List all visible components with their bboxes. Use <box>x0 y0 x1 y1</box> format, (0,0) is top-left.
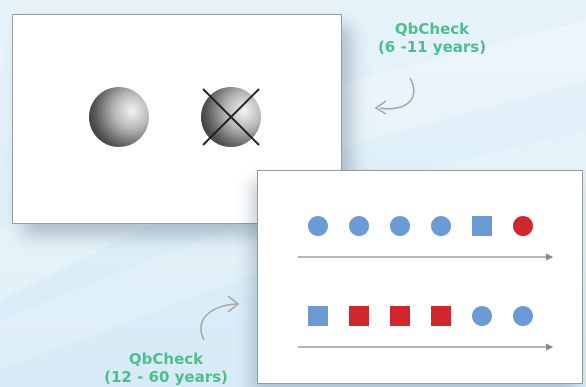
label-adult-age-range: (12 - 60 years) <box>104 368 228 386</box>
stimulus-square-blue <box>308 306 328 326</box>
stimulus-circle-blue <box>472 306 492 326</box>
crossed-circle-stimulus <box>201 87 261 147</box>
stimulus-square-blue <box>472 216 492 236</box>
label-adult-name: QbCheck <box>128 350 204 368</box>
stimulus-circle-red <box>513 216 533 236</box>
stimulus-circle-blue <box>513 306 533 326</box>
cross-line <box>202 88 260 146</box>
label-child-name: QbCheck <box>394 20 470 38</box>
stimulus-circle-blue <box>349 216 369 236</box>
stimulus-circle-blue <box>431 216 451 236</box>
curved-arrow-child <box>374 77 415 115</box>
adult-test-card <box>257 170 583 384</box>
sphere-shape <box>89 87 149 147</box>
plain-circle-stimulus <box>89 87 149 147</box>
stimulus-circle-blue <box>390 216 410 236</box>
label-child-age-range: (6 -11 years) <box>377 38 487 56</box>
child-stimuli <box>89 87 261 147</box>
stimulus-circle-blue <box>308 216 328 236</box>
stimulus-square-red <box>349 306 369 326</box>
curved-arrow-adult <box>200 295 240 341</box>
label-adult-age-group: QbCheck (12 - 60 years) <box>96 350 236 386</box>
adult-stimuli <box>298 216 554 351</box>
label-child-age-group: QbCheck (6 -11 years) <box>372 20 492 56</box>
stimulus-square-red <box>431 306 451 326</box>
stimulus-square-red <box>390 306 410 326</box>
